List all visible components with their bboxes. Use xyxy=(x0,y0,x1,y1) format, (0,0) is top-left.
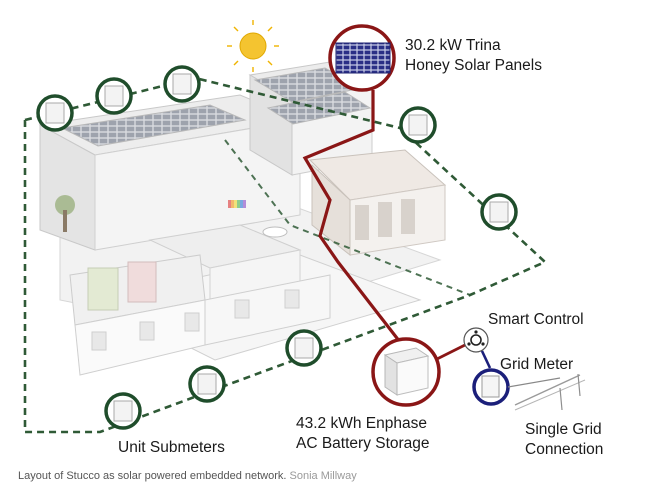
battery-label: 43.2 kWh Enphase AC Battery Storage xyxy=(296,414,430,454)
submeter-icon xyxy=(163,65,201,103)
network-boundary xyxy=(23,76,548,434)
figure-caption: Layout of Stucco as solar powered embedd… xyxy=(18,470,357,482)
single-grid-label-line1: Single Grid xyxy=(525,421,602,438)
battery-label-line2: AC Battery Storage xyxy=(296,435,430,452)
battery-callout xyxy=(371,337,441,407)
single-grid-label-line2: Connection xyxy=(525,441,604,458)
sun-icon xyxy=(227,20,279,72)
submeter-icon xyxy=(36,94,74,132)
submeter-icon xyxy=(480,193,518,231)
solar-power-line xyxy=(302,90,412,356)
solar-panel-icon xyxy=(335,42,391,74)
submeter-icon xyxy=(104,392,142,430)
submeter-icon xyxy=(188,365,226,403)
unit-submeters xyxy=(36,65,518,430)
smart-control-label: Smart Control xyxy=(488,311,584,328)
caption-credit: Sonia Millway xyxy=(289,470,357,482)
network-link xyxy=(224,139,471,296)
caption-text: Layout of Stucco as solar powered embedd… xyxy=(18,470,287,482)
battery-icon xyxy=(383,347,430,396)
network-diagram xyxy=(23,20,586,434)
single-grid-label: Single Grid Connection xyxy=(525,420,603,460)
submeter-icon xyxy=(399,106,437,144)
solar-panel-label-line1: 30.2 kW Trina xyxy=(405,37,501,54)
smart-control-icon xyxy=(463,327,489,353)
battery-to-smart-control-line xyxy=(434,343,466,362)
submeter-icon xyxy=(285,329,323,367)
solar-panel-label: 30.2 kW Trina Honey Solar Panels xyxy=(405,36,542,76)
smart-control-to-meter-line xyxy=(480,350,492,369)
solar-panel-label-line2: Honey Solar Panels xyxy=(405,57,542,74)
unit-submeters-label: Unit Submeters xyxy=(118,439,225,456)
grid-meter-callout xyxy=(472,368,510,406)
grid-meter-label: Grid Meter xyxy=(500,356,574,373)
submeter-icon xyxy=(95,77,133,115)
building-illustration xyxy=(38,61,586,411)
solar-panel-callout xyxy=(328,24,396,92)
battery-label-line1: 43.2 kWh Enphase xyxy=(296,415,427,432)
meter-to-grid-line xyxy=(507,377,561,388)
grid-meter-icon xyxy=(481,375,500,398)
